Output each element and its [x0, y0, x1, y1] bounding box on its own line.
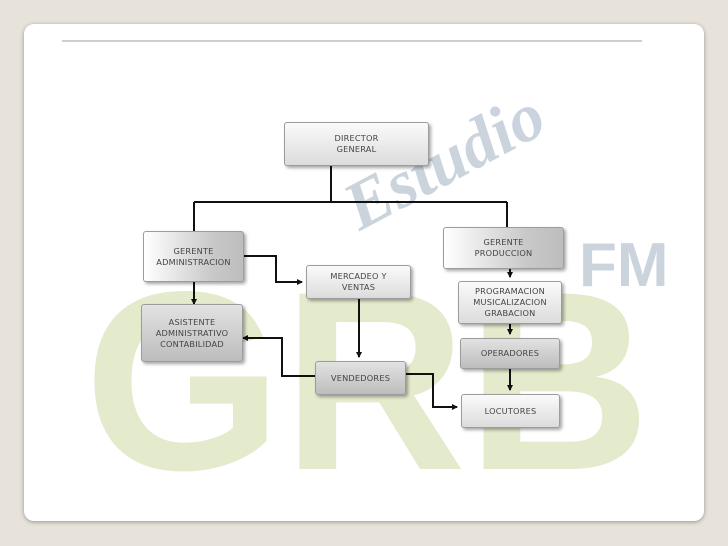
box-director-general: DIRECTOR GENERAL: [284, 122, 429, 166]
box-mercadeo-ventas: MERCADEO Y VENTAS: [306, 265, 411, 299]
box-gerente-administracion: GERENTE ADMINISTRACION: [143, 231, 244, 282]
box-vendedores: VENDEDORES: [315, 361, 406, 395]
connector-lines: [191, 166, 513, 410]
box-asistente-administrativo: ASISTENTE ADMINISTRATIVO CONTABILIDAD: [141, 304, 243, 362]
box-programacion: PROGRAMACION MUSICALIZACION GRABACION: [458, 281, 562, 324]
watermark-fm: FM: [579, 231, 669, 300]
box-locutores: LOCUTORES: [461, 394, 560, 428]
box-gerente-produccion: GERENTE PRODUCCION: [443, 227, 564, 269]
slide: GRB Estudio FM: [24, 24, 704, 521]
title-rule: [62, 40, 642, 42]
box-operadores: OPERADORES: [460, 338, 560, 369]
